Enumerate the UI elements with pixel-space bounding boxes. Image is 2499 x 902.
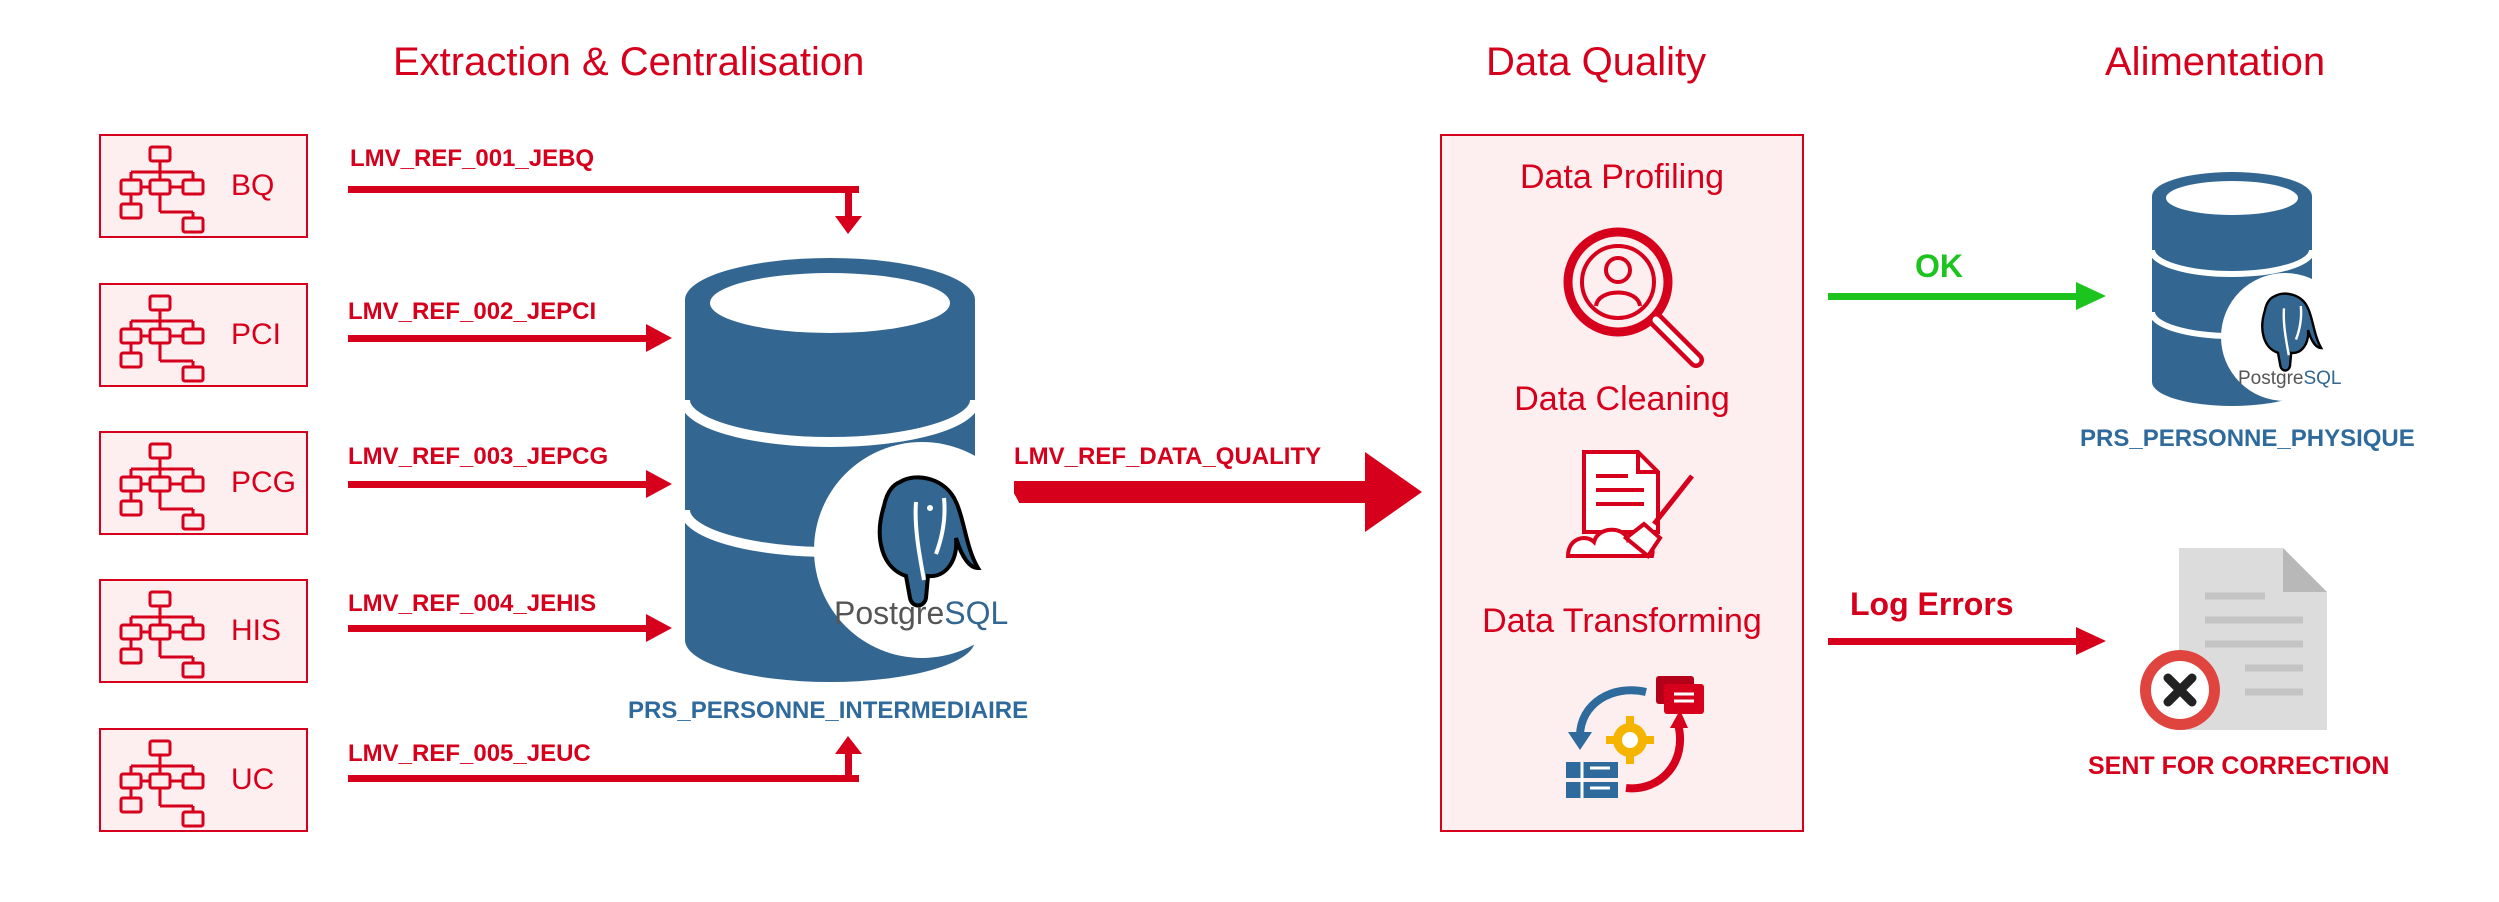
flow-label-his: LMV_REF_004_JEHIS bbox=[348, 590, 597, 617]
heading-alimentation: Alimentation bbox=[2105, 40, 2326, 84]
profiling-magnifier-icon bbox=[1563, 227, 1704, 368]
correction-label: SENT FOR CORRECTION bbox=[2088, 752, 2390, 780]
source-label-his: HIS bbox=[231, 614, 282, 647]
arrow-pci bbox=[348, 324, 672, 352]
network-icon bbox=[119, 145, 205, 234]
flow-label-pcg: LMV_REF_003_JEPCG bbox=[348, 443, 609, 470]
flow-label-uc: LMV_REF_005_JEUC bbox=[348, 740, 591, 767]
step-data-cleaning: Data Cleaning bbox=[1514, 380, 1730, 418]
intermediate-db-label: PRS_PERSONNE_INTERMEDIAIRE bbox=[628, 697, 1029, 724]
arrow-bq bbox=[348, 186, 862, 234]
target-db-label: PRS_PERSONNE_PHYSIQUE bbox=[2080, 425, 2415, 452]
source-label-bq: BQ bbox=[231, 169, 275, 202]
source-label-pci: PCI bbox=[231, 318, 282, 351]
document-error-icon bbox=[2140, 548, 2327, 730]
source-label-uc: UC bbox=[231, 763, 275, 796]
postgresql-logo-text: PostgreSQL bbox=[2238, 368, 2342, 389]
transforming-cycle-icon bbox=[1566, 676, 1704, 798]
source-pcg: PCG bbox=[99, 431, 308, 535]
flow-label-data-quality: LMV_REF_DATA_QUALITY bbox=[1014, 443, 1322, 470]
cleaning-document-icon bbox=[1565, 450, 1694, 559]
source-his: HIS bbox=[99, 579, 308, 683]
log-errors-label: Log Errors bbox=[1850, 586, 2014, 622]
source-label-pcg: PCG bbox=[231, 466, 297, 499]
flow-label-pci: LMV_REF_002_JEPCI bbox=[348, 298, 597, 325]
source-bq: BQ bbox=[99, 134, 308, 238]
data-quality-box: Data Profiling Data Cleaning Data Transf… bbox=[1440, 134, 1804, 832]
postgresql-logo-icon: PostgreSQL bbox=[814, 442, 1030, 658]
arrow-his bbox=[348, 614, 672, 642]
source-pci: PCI bbox=[99, 283, 308, 387]
network-icon bbox=[119, 590, 205, 679]
arrow-log-errors bbox=[1828, 627, 2106, 655]
ok-label: OK bbox=[1915, 248, 1963, 284]
postgresql-logo-icon: PostgreSQL bbox=[2221, 273, 2349, 401]
flow-label-bq: LMV_REF_001_JEBQ bbox=[350, 145, 595, 172]
step-data-transforming: Data Transforming bbox=[1482, 602, 1762, 640]
source-uc: UC bbox=[99, 728, 308, 832]
arrow-data-quality bbox=[1014, 452, 1422, 532]
arrow-uc bbox=[348, 736, 862, 782]
arrow-ok bbox=[1828, 282, 2106, 310]
heading-extraction: Extraction & Centralisation bbox=[393, 40, 865, 84]
arrow-pcg bbox=[348, 470, 672, 498]
heading-data-quality: Data Quality bbox=[1486, 40, 1707, 84]
postgresql-logo-text: PostgreSQL bbox=[834, 595, 1008, 631]
step-data-profiling: Data Profiling bbox=[1519, 158, 1725, 196]
network-icon bbox=[119, 739, 205, 828]
network-icon bbox=[119, 442, 205, 531]
network-icon bbox=[119, 294, 205, 383]
